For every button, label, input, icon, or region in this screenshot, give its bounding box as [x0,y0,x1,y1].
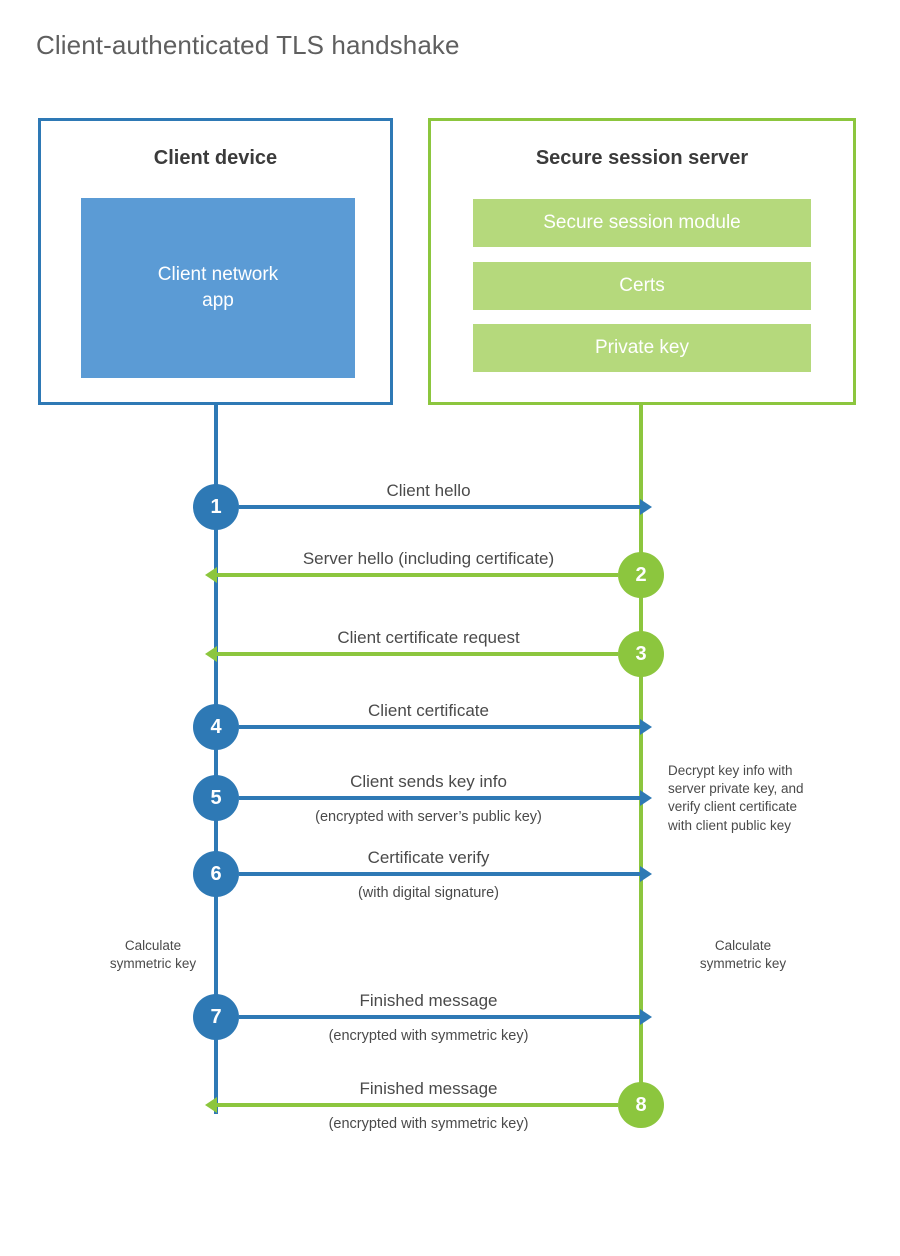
server-component-certs: Certs [473,262,811,310]
step-circle-3[interactable]: 3 [618,631,664,677]
message-arrow-3 [205,646,618,662]
server-lifeline [639,405,643,1105]
message-label-8: Finished message [359,1079,498,1098]
message-arrow-7 [239,1009,652,1025]
message-label-6: Certificate verify [367,848,490,867]
message-label-3: Client certificate request [337,628,520,647]
message-arrow-8 [205,1097,618,1113]
step-circle-6[interactable]: 6 [193,851,239,897]
message-sublabel-7: (encrypted with symmetric key) [328,1028,529,1044]
server-component-private-key: Private key [473,324,811,372]
message-label-7: Finished message [359,991,498,1010]
step-circle-2[interactable]: 2 [618,552,664,598]
client-device-title: Client device [153,147,278,169]
message-sublabel-8: (encrypted with symmetric key) [328,1116,529,1132]
server-component-secure-session-module: Secure session module [473,199,811,247]
step-circle-4[interactable]: 4 [193,704,239,750]
message-arrow-2 [205,567,618,583]
message-sublabel-6: (with digital signature) [357,885,500,901]
arrowhead-icon [205,646,217,662]
secure-session-server-box: Secure session server Secure session mod… [428,118,856,405]
message-label-2: Server hello (including certificate) [302,549,555,568]
page-title: Client-authenticated TLS handshake [36,30,460,60]
message-label-1: Client hello [386,481,471,500]
message-arrow-1 [239,499,652,515]
message-arrow-5 [239,790,652,806]
message-label-4: Client certificate [368,701,489,720]
message-arrow-6 [239,866,652,882]
secure-session-server-title: Secure session server [535,147,749,169]
step-circle-5[interactable]: 5 [193,775,239,821]
arrowhead-icon [640,866,652,882]
arrowhead-icon [640,790,652,806]
arrowhead-icon [205,1097,217,1113]
client-lifeline [214,405,218,1114]
message-arrow-4 [239,719,652,735]
arrowhead-icon [640,1009,652,1025]
arrowhead-icon [205,567,217,583]
step-circle-8[interactable]: 8 [618,1082,664,1128]
step-circle-1[interactable]: 1 [193,484,239,530]
arrowhead-icon [640,499,652,515]
arrowhead-icon [640,719,652,735]
message-label-5: Client sends key info [350,772,507,791]
message-sublabel-5: (encrypted with server’s public key) [315,809,542,825]
step-circle-7[interactable]: 7 [193,994,239,1040]
